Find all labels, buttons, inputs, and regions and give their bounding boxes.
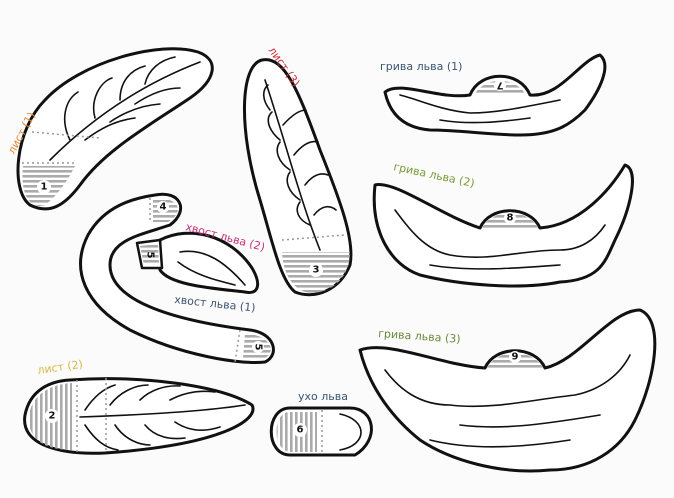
lion-mane-3-piece: 9 грива льва (3) xyxy=(358,308,657,473)
piece-number: 6 xyxy=(297,425,304,436)
lion-mane-1-piece: 7 грива льва (1) xyxy=(380,53,607,137)
leaf-1-piece: 1 лист (1) xyxy=(5,47,214,211)
lion-mane-3-label: грива льва (3) xyxy=(378,327,461,346)
piece-number: 2 xyxy=(49,411,56,422)
leaf-2-piece: 2 лист (2) xyxy=(23,358,255,455)
piece-number: 5 xyxy=(145,252,156,259)
lion-tail-1-piece: 4 5 хвост льва (1) xyxy=(79,192,275,364)
piece-number: 8 xyxy=(507,213,514,224)
piece-number: 3 xyxy=(313,265,320,276)
piece-number: 4 xyxy=(160,202,167,213)
lion-mane-2-label: грива льва (2) xyxy=(392,160,475,190)
piece-number: 7 xyxy=(496,80,503,91)
lion-mane-2-piece: 8 грива льва (2) xyxy=(372,160,634,288)
lion-tail-1-label: хвост льва (1) xyxy=(174,293,256,314)
lion-ear-piece: 6 ухо льва xyxy=(269,390,373,457)
piece-number: 1 xyxy=(41,182,48,193)
lion-mane-1-label: грива льва (1) xyxy=(380,60,462,73)
leaf-3-piece: 3 лист (3) xyxy=(242,44,353,297)
leaf-2-label: лист (2) xyxy=(37,358,84,377)
lion-tail-2-piece: 5 хвост льва (2) xyxy=(135,220,266,295)
piece-number: 9 xyxy=(512,352,519,363)
lion-ear-label: ухо льва xyxy=(298,390,348,403)
piece-number: 5 xyxy=(253,344,264,351)
